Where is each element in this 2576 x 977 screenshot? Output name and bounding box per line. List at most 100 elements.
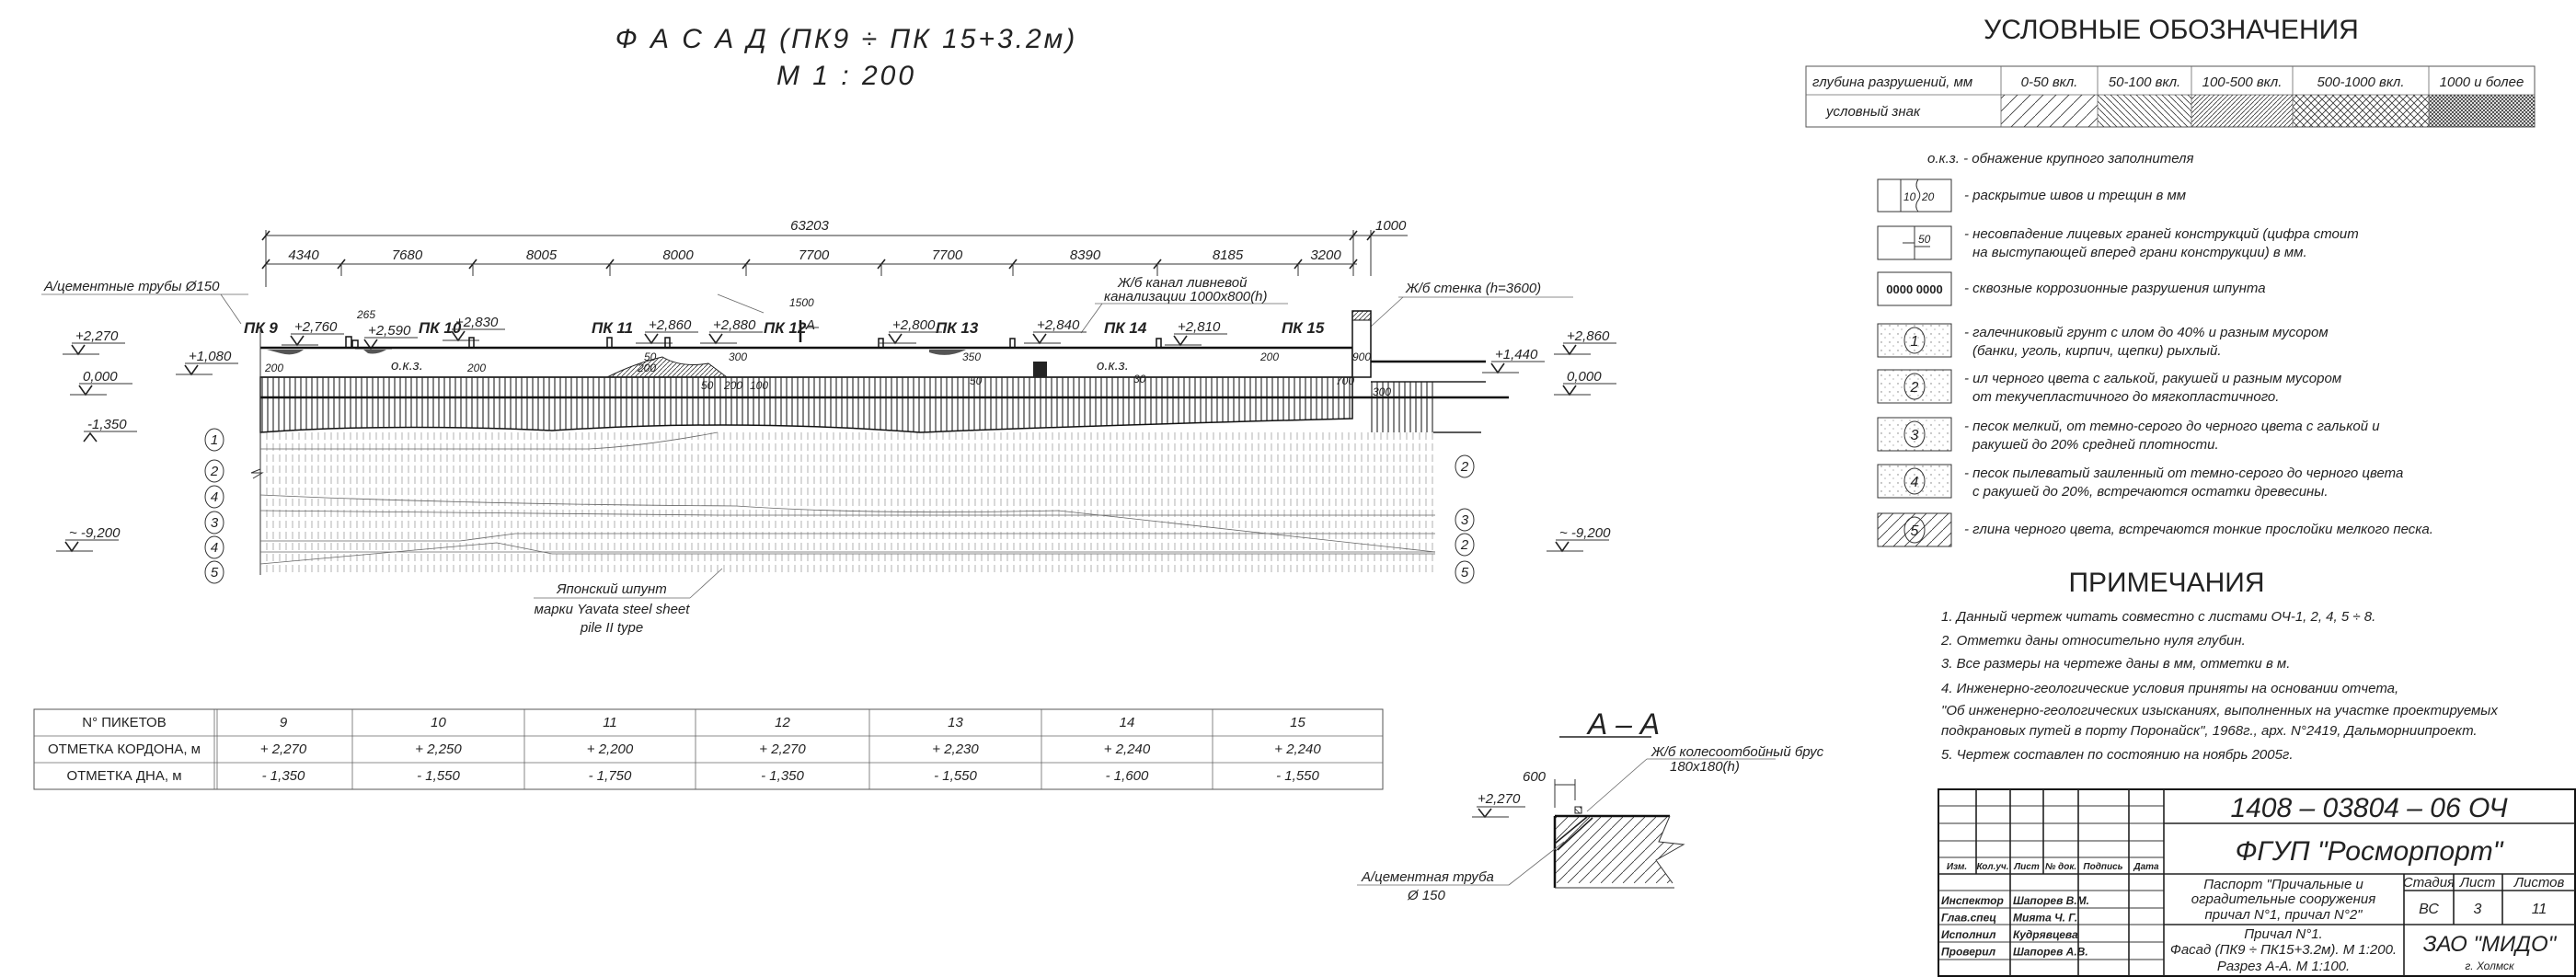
sheet-content-line: Разрез А-А. М 1:100. xyxy=(2217,959,2350,974)
layer-circle xyxy=(1455,560,1475,584)
elevation-arrow-icon xyxy=(290,335,305,347)
elevation-arrow-icon xyxy=(1490,362,1505,374)
section-title: А – А xyxy=(1586,707,1660,741)
small-dimension: 50 xyxy=(970,374,983,387)
layer-circle xyxy=(204,511,224,534)
stage-label: Стадия xyxy=(2403,875,2455,891)
pipe-callout-line1: А/цементная труба xyxy=(1361,869,1494,885)
symbol-label: условный знак xyxy=(1825,104,1921,120)
elevation-mark: +2,590 xyxy=(368,323,411,339)
soil-symbol-icon xyxy=(1903,327,1926,354)
stamp-column-header: Подпись xyxy=(2083,862,2122,872)
layer-circle xyxy=(204,485,224,509)
stamp-role: Глав.спец xyxy=(1941,912,1996,925)
table-cell: - 1,750 xyxy=(589,768,632,784)
layer-number: 2 xyxy=(1460,459,1469,475)
berth-structure xyxy=(250,310,1509,575)
table-cell: - 1,350 xyxy=(262,768,305,784)
stamp-column-header: Изм. xyxy=(1947,862,1967,872)
picket-label: ПК 10 xyxy=(419,319,462,337)
layer-circle xyxy=(204,535,224,559)
sheet-content-line: Фасад (ПК9 ÷ ПК15+3.2м). М 1:200. xyxy=(2170,942,2397,958)
elevation-mark: ~ -9,200 xyxy=(69,525,121,541)
table-cell: + 2,240 xyxy=(1274,741,1321,757)
layer-number: 1 xyxy=(211,432,218,448)
facade-title: Ф А С А Д (ПК9 ÷ ПК 15+3.2м) xyxy=(615,24,1077,54)
elevation-mark: +2,810 xyxy=(1178,319,1221,335)
small-dimension: 900 xyxy=(1352,351,1371,363)
note-line: 2. Отметки даны относительно нуля глубин… xyxy=(1940,633,2246,649)
pipes-callout: А/цементные трубы Ø150 xyxy=(43,279,220,294)
small-dimension: 200 xyxy=(723,379,742,392)
doc-title-line: Паспорт "Причальные и xyxy=(2203,877,2363,892)
legend-item-text: с ракушей до 20%, встречаются остатки др… xyxy=(1972,484,2329,500)
small-dimension: 700 xyxy=(1336,374,1354,387)
layer-number: 5 xyxy=(1461,565,1469,580)
segment-dimension: 7700 xyxy=(799,247,830,263)
table-cell: 11 xyxy=(603,715,617,730)
soil-number: 1 xyxy=(1911,334,1919,350)
picket-label: ПК 9 xyxy=(244,319,278,337)
small-dimension: 200 xyxy=(466,362,486,374)
table-cell: - 1,600 xyxy=(1106,768,1149,784)
dimension-lines xyxy=(261,230,1408,287)
layer-number: 2 xyxy=(210,464,219,479)
picket-label: ПК 13 xyxy=(936,319,979,337)
small-dimension: 50 xyxy=(701,379,714,392)
legend-item-text: на выступающей вперед грани конструкции)… xyxy=(1972,245,2307,260)
small-dimension: 50 xyxy=(644,351,657,363)
legend-okz: о.к.з. - обнажение крупного заполнителя xyxy=(1927,151,2194,167)
note-line: 4. Инженерно-геологические условия приня… xyxy=(1941,681,2398,696)
elevation-arrow-icon xyxy=(888,333,903,345)
dimension-tick xyxy=(1366,230,1375,241)
soil-number: 5 xyxy=(1911,523,1919,539)
stamp-column-header: Дата xyxy=(2133,862,2159,872)
note-line: подкрановых путей в порту Поронайск", 19… xyxy=(1941,723,2478,739)
stamp-name: Мията Ч. Г. xyxy=(2013,912,2077,925)
wall-callout: Ж/б стенка (h=3600) xyxy=(1405,281,1541,296)
table-cell: + 2,250 xyxy=(415,741,462,757)
legend-offset-num: 50 xyxy=(1918,233,1931,246)
elevation-mark: 0,000 xyxy=(1567,369,1602,385)
note-line: "Об инженерно-геологических изысканиях, … xyxy=(1941,703,2498,718)
small-dimension: 200 xyxy=(264,362,283,374)
organization: ФГУП "Росморпорт" xyxy=(2236,836,2504,867)
table-cell: 10 xyxy=(431,715,446,730)
segment-dimension: 8390 xyxy=(1070,247,1101,263)
soil-symbol-icon xyxy=(1903,420,1926,448)
sheets-label: Листов xyxy=(2513,875,2565,891)
section-elevation: +2,270 xyxy=(1478,791,1521,807)
elevation-mark: 0,000 xyxy=(83,369,118,385)
okz-label: о.к.з. xyxy=(391,358,423,374)
table-cell: - 1,550 xyxy=(934,768,977,784)
elevation-mark: +2,270 xyxy=(75,328,119,344)
elevation-arrow-icon xyxy=(78,385,93,397)
overall-dimension: 63203 xyxy=(790,218,829,234)
note-line: 5. Чертеж составлен по состоянию на нояб… xyxy=(1941,747,2294,763)
layer-number: 2 xyxy=(1460,537,1469,553)
pile-callout-line1: Японский шпунт xyxy=(556,581,666,597)
layer-circle xyxy=(1455,508,1475,532)
soil-symbol-icon xyxy=(1903,373,1926,400)
small-dimension: 300 xyxy=(1373,385,1391,398)
segment-dimension: 8000 xyxy=(662,247,694,263)
elevation-arrow-icon xyxy=(184,364,199,376)
sheets-value: 11 xyxy=(2532,902,2547,917)
layer-number: 3 xyxy=(1461,512,1469,528)
stamp-column-header: № док. xyxy=(2045,862,2076,872)
elevation-mark: +2,800 xyxy=(892,317,936,333)
depth-range: 100-500 вкл. xyxy=(2202,75,2283,90)
table-cell: - 1,350 xyxy=(761,768,804,784)
dimension-tick xyxy=(1349,230,1358,241)
legend-item-text: от текучепластичного до мягкопластичного… xyxy=(1972,389,2279,405)
stamp-role: Исполнил xyxy=(1941,928,1996,941)
section-mark-a: А xyxy=(805,317,815,333)
city: г. Холмск xyxy=(2465,960,2515,972)
elevation-arrow-icon xyxy=(1555,541,1570,553)
table-cell: + 2,230 xyxy=(932,741,979,757)
segment-dimension: 7700 xyxy=(932,247,963,263)
layer-circle xyxy=(1455,454,1475,478)
table-cell: + 2,240 xyxy=(1104,741,1151,757)
elevation-arrow-icon xyxy=(708,333,723,345)
